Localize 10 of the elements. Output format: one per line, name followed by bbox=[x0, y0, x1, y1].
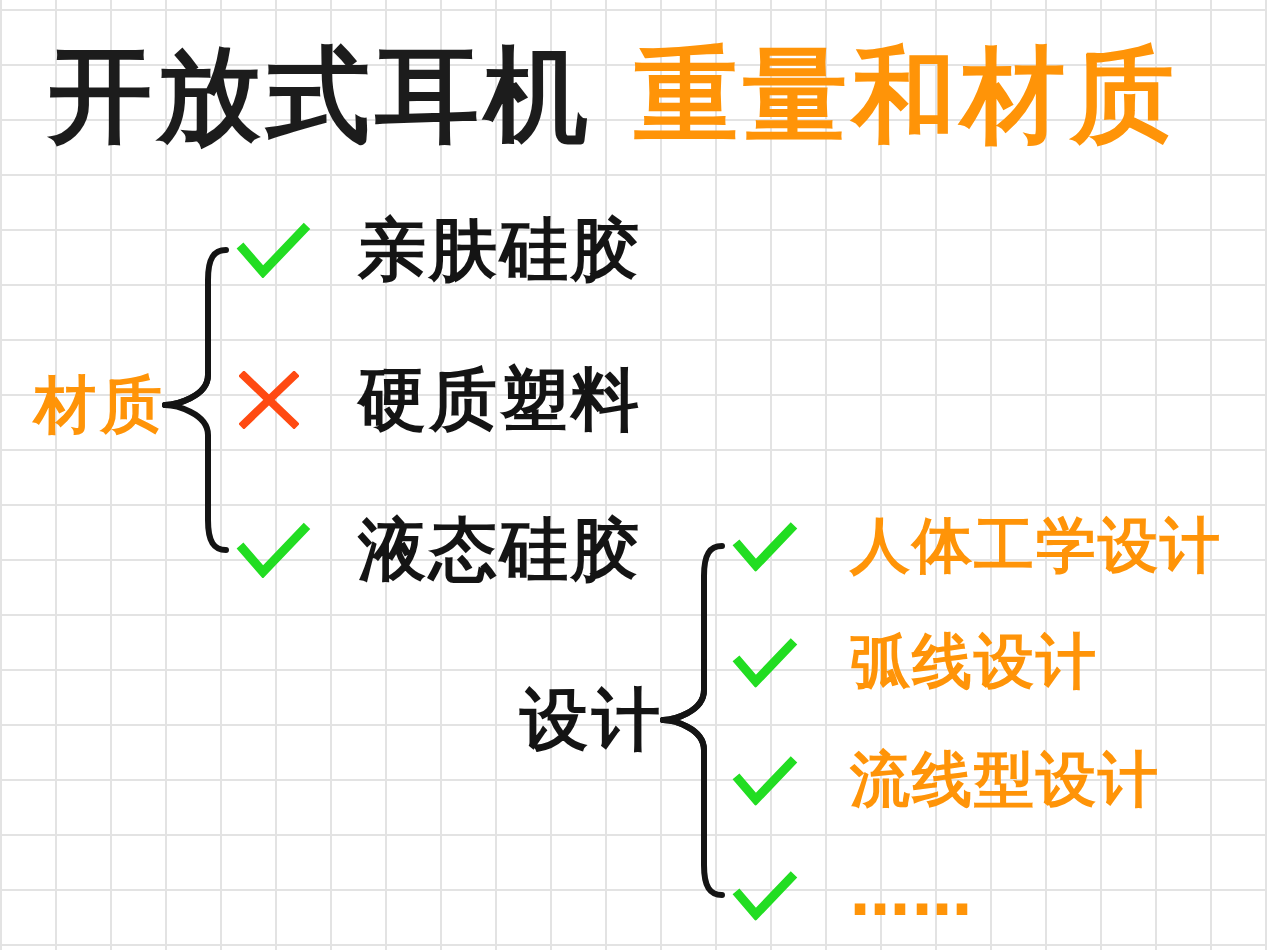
item-label: 弧线设计 bbox=[850, 628, 1098, 696]
item-label: 液态硅胶 bbox=[358, 511, 642, 589]
item-label: 流线型设计 bbox=[850, 746, 1160, 814]
item-label: …… bbox=[850, 861, 974, 929]
title: 开放式耳机 重量和材质 bbox=[48, 36, 1180, 156]
item-label: 亲肤硅胶 bbox=[358, 211, 642, 289]
topic-label: 材质 bbox=[34, 370, 166, 440]
item-label: 人体工学设计 bbox=[850, 512, 1222, 580]
topic-label: 设计 bbox=[520, 681, 664, 759]
item-label: 硬质塑料 bbox=[358, 361, 642, 439]
